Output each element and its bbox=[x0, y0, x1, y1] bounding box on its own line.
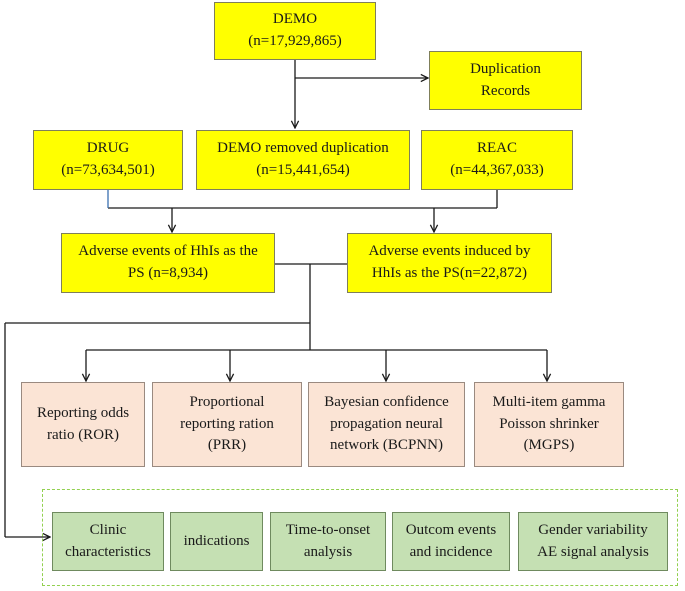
analysis-clinic-characteristics: Clinic characteristics bbox=[52, 512, 164, 571]
analysis-panel bbox=[42, 489, 678, 586]
method-mgps: Multi-item gamma Poisson shrinker (MGPS) bbox=[474, 382, 624, 467]
node-duplication-records: Duplication Records bbox=[429, 51, 582, 110]
node-drug: DRUG (n=73,634,501) bbox=[33, 130, 183, 190]
node-adverse-events-ps: Adverse events of HhIs as the PS (n=8,93… bbox=[61, 233, 275, 293]
node-demo-removed-duplication: DEMO removed duplication (n=15,441,654) bbox=[196, 130, 410, 190]
method-ror: Reporting odds ratio (ROR) bbox=[21, 382, 145, 467]
analysis-time-to-onset: Time-to-onset analysis bbox=[270, 512, 386, 571]
analysis-outcome-events: Outcom events and incidence bbox=[392, 512, 510, 571]
analysis-indications: indications bbox=[170, 512, 263, 571]
node-reac: REAC (n=44,367,033) bbox=[421, 130, 573, 190]
method-prr: Proportional reporting ration (PRR) bbox=[152, 382, 302, 467]
node-demo: DEMO (n=17,929,865) bbox=[214, 2, 376, 60]
method-bcpnn: Bayesian confidence propagation neural n… bbox=[308, 382, 465, 467]
analysis-gender-variability: Gender variability AE signal analysis bbox=[518, 512, 668, 571]
node-adverse-events-induced: Adverse events induced by HhIs as the PS… bbox=[347, 233, 552, 293]
